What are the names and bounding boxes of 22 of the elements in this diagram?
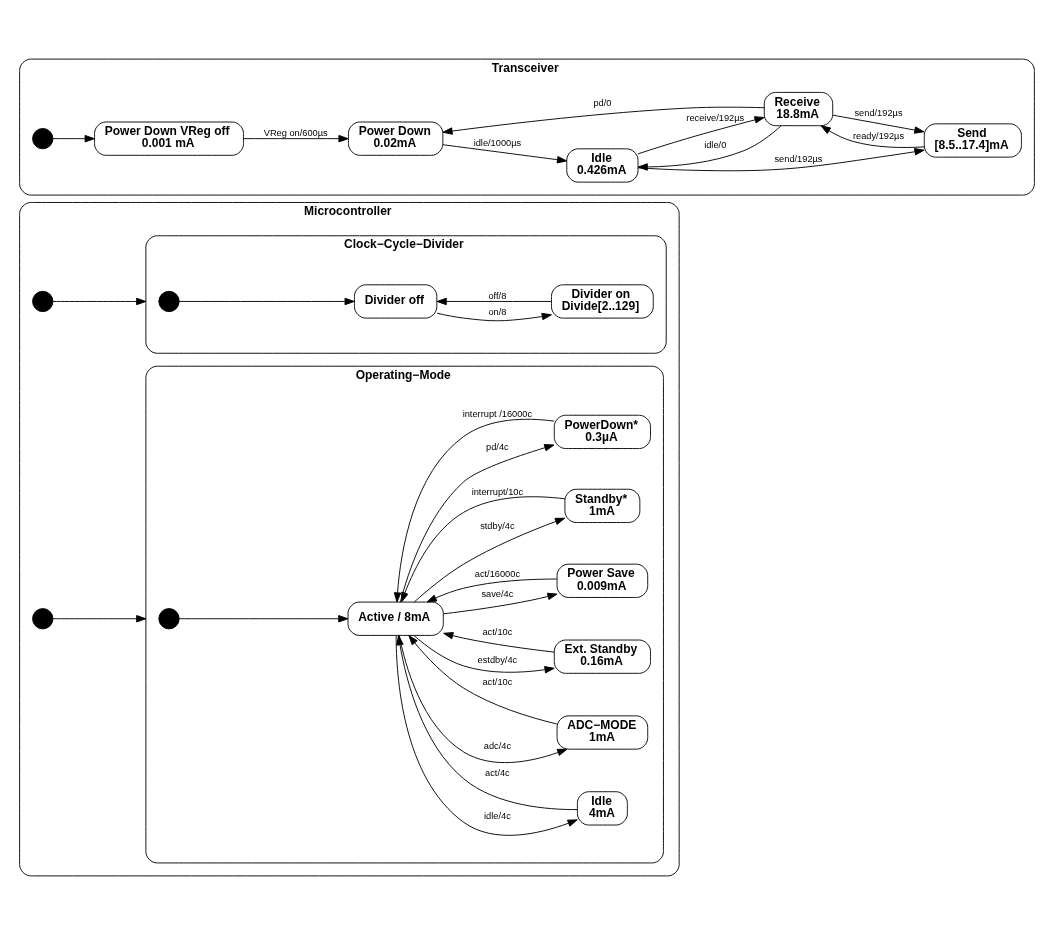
edge-label: pd/4c (486, 441, 509, 452)
edge-label: ready/192µs (852, 130, 905, 141)
edge-label: estdby/4c (477, 654, 518, 665)
edge-label: interrupt /16000c (462, 408, 533, 419)
edge-label: send/192µs (774, 153, 823, 164)
edge-label: adc/4c (483, 740, 512, 751)
edge-label: off/8 (488, 290, 507, 301)
edge-label: interrupt/10c (471, 486, 524, 497)
edge-label: save/4c (481, 588, 514, 599)
edge-label: receive/192µs (686, 112, 745, 123)
edge-label: on/8 (488, 306, 507, 317)
edge-label: idle/4c (484, 810, 511, 821)
edge-label: act/10c (482, 626, 513, 637)
edge-label: act/16000c (474, 568, 521, 579)
edge-label: send/192µs (854, 107, 903, 118)
edge-label: pd/0 (593, 97, 612, 108)
edge-label: stdby/4c (480, 520, 515, 531)
edge-label: VReg on/600µs (263, 127, 328, 138)
edge-label: idle/1000µs (473, 137, 522, 148)
edge-label: idle/0 (704, 139, 727, 150)
edge-label: act/4c (485, 767, 510, 778)
edge-label: act/10c (482, 676, 513, 687)
